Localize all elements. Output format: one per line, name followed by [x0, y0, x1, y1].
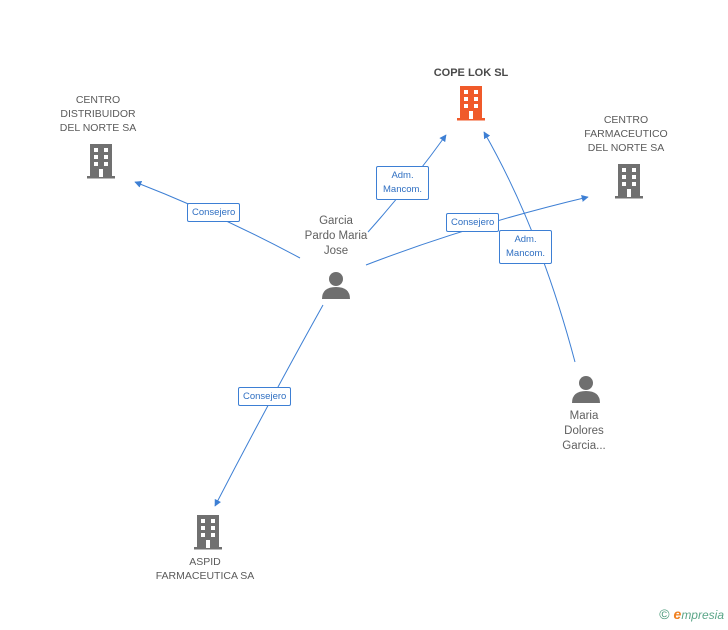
building-icon[interactable] — [192, 514, 224, 550]
label-line: Dolores — [564, 425, 604, 437]
edge-label-consejero: Consejero — [187, 203, 241, 222]
person-icon[interactable] — [321, 270, 351, 300]
footer-brand: © empresia — [659, 606, 724, 622]
edge-label-adm-mancom: Adm. Mancom. — [499, 230, 553, 264]
building-icon[interactable] — [613, 163, 645, 199]
label-line: DEL NORTE SA — [587, 142, 665, 154]
copyright-symbol: © — [659, 606, 670, 622]
label-line: Pardo Maria — [304, 230, 368, 242]
logo-text: mpresia — [681, 608, 724, 622]
company-label-centro-distribuidor[interactable]: CENTRO DISTRIBUIDOR DEL NORTE SA — [38, 93, 158, 135]
label-line: Garcia — [319, 215, 353, 227]
company-label-centro-farmaceutico[interactable]: CENTRO FARMACEUTICO DEL NORTE SA — [566, 113, 686, 155]
building-icon[interactable] — [85, 143, 117, 179]
edge-label-line: Adm. — [514, 234, 537, 245]
edge-label-line: Mancom. — [383, 184, 423, 195]
label-line: Garcia... — [562, 440, 606, 452]
edge-label-consejero: Consejero — [446, 213, 500, 232]
building-icon[interactable] — [455, 85, 487, 121]
label-line: Jose — [323, 245, 349, 257]
edge-label-adm-mancom: Adm. Mancom. — [376, 166, 430, 200]
label-line: ASPID — [189, 556, 221, 568]
edge-label-line: Mancom. — [506, 248, 546, 259]
edge-label-consejero: Consejero — [238, 387, 292, 406]
person-icon[interactable] — [571, 374, 601, 404]
label-line: CENTRO — [603, 114, 649, 126]
label-line: CENTRO — [75, 94, 121, 106]
label-line: FARMACEUTICO — [584, 128, 668, 140]
person-label-maria-dolores[interactable]: Maria Dolores Garcia... — [534, 409, 634, 454]
label-line: FARMACEUTICA SA — [155, 570, 255, 582]
empresia-logo[interactable]: empresia — [674, 606, 724, 622]
logo-initial: e — [673, 606, 682, 622]
person-label-garcia-pardo[interactable]: Garcia Pardo Maria Jose — [286, 214, 386, 259]
label-line: DISTRIBUIDOR — [60, 108, 136, 120]
label-line: Maria — [569, 410, 599, 422]
label-line: DEL NORTE SA — [59, 122, 137, 134]
company-label-aspid[interactable]: ASPID FARMACEUTICA SA — [145, 555, 265, 583]
edge-label-line: Adm. — [391, 170, 414, 181]
company-label-cope-lok[interactable]: COPE LOK SL — [433, 67, 509, 79]
